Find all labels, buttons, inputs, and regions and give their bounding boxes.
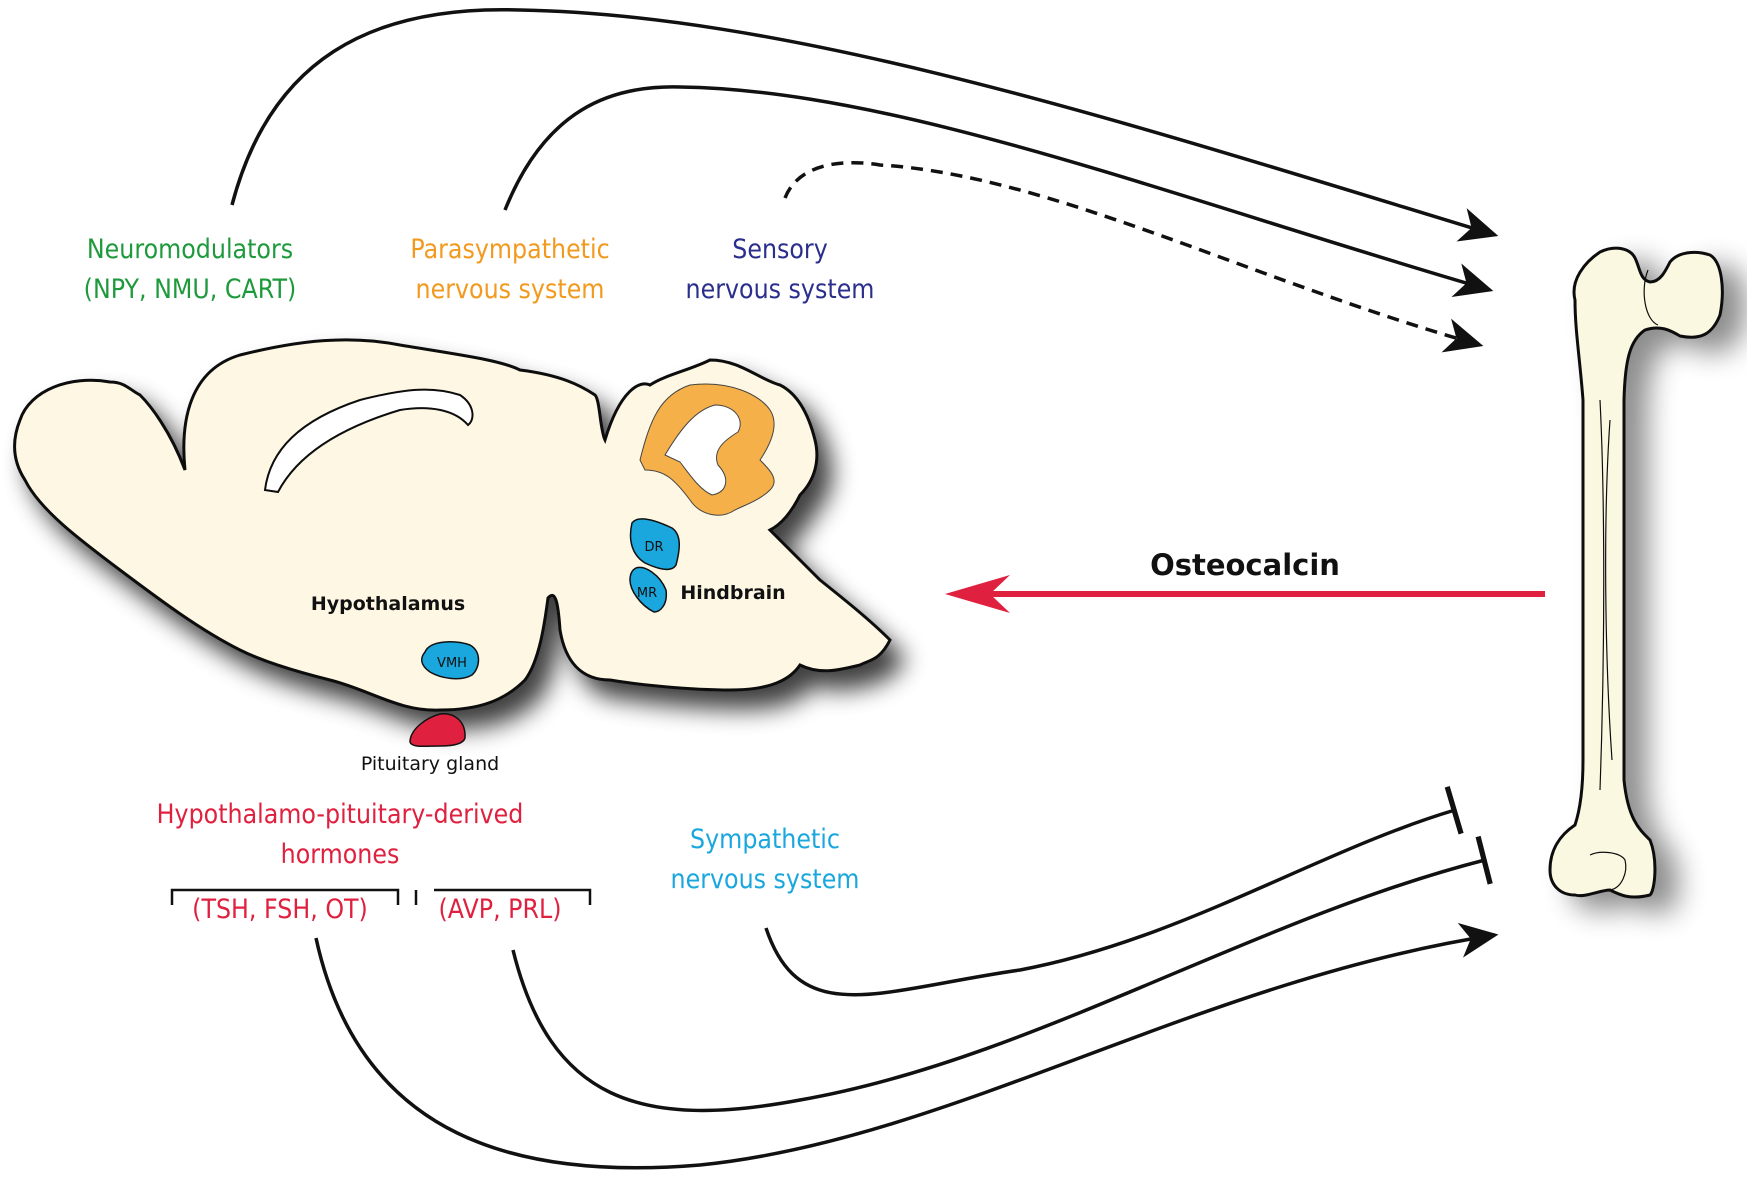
hormones-group-2: (AVP, PRL) bbox=[438, 894, 562, 925]
hormones-subtitle: hormones bbox=[280, 839, 400, 870]
sympathetic-subtitle: nervous system bbox=[670, 864, 860, 895]
dr-nucleus: DR bbox=[629, 518, 680, 571]
osteocalcin-label: Osteocalcin bbox=[1150, 548, 1340, 582]
hormone-bracket-2 bbox=[414, 888, 592, 905]
sensory-title: Sensory bbox=[732, 234, 828, 265]
sympathetic-label: Sympathetic nervous system bbox=[633, 820, 897, 900]
vmh-label: VMH bbox=[437, 656, 467, 671]
vmh-nucleus: VMH bbox=[420, 641, 480, 680]
sensory-label: Sensory nervous system bbox=[648, 230, 912, 310]
pituitary-gland bbox=[409, 713, 466, 748]
parasympathetic-subtitle: nervous system bbox=[415, 274, 605, 305]
neuromodulators-title: Neuromodulators bbox=[86, 234, 294, 265]
neuromodulators-label: Neuromodulators (NPY, NMU, CART) bbox=[58, 230, 322, 310]
hormones-title: Hypothalamo-pituitary-derived bbox=[156, 799, 524, 830]
tsh-fsh-ot-arrow bbox=[314, 922, 1499, 1170]
hormones-group-1: (TSH, FSH, OT) bbox=[192, 894, 368, 925]
neuromodulators-arrow bbox=[230, 7, 1499, 242]
femur-bone bbox=[1548, 246, 1724, 899]
avp-prl-inhibition-line bbox=[511, 835, 1493, 1113]
hormone-bracket-1 bbox=[170, 888, 400, 905]
mr-nucleus: MR bbox=[629, 566, 668, 613]
parasympathetic-arrow bbox=[503, 85, 1494, 298]
sensory-subtitle: nervous system bbox=[685, 274, 875, 305]
mr-label: MR bbox=[637, 586, 657, 601]
parasympathetic-title: Parasympathetic bbox=[410, 234, 610, 265]
sympathetic-title: Sympathetic bbox=[690, 824, 840, 855]
osteocalcin-arrow bbox=[945, 575, 1545, 613]
neuromodulators-list: (NPY, NMU, CART) bbox=[83, 274, 297, 305]
sympathetic-inhibition-line bbox=[764, 786, 1464, 997]
hormones-label: Hypothalamo-pituitary-derived hormones bbox=[138, 795, 543, 875]
pituitary-label: Pituitary gland bbox=[361, 753, 499, 775]
parasympathetic-label: Parasympathetic nervous system bbox=[378, 230, 642, 310]
hindbrain-label: Hindbrain bbox=[680, 582, 785, 604]
dr-label: DR bbox=[644, 540, 663, 555]
cerebellum bbox=[639, 383, 775, 516]
hypothalamus-label: Hypothalamus bbox=[311, 593, 465, 615]
